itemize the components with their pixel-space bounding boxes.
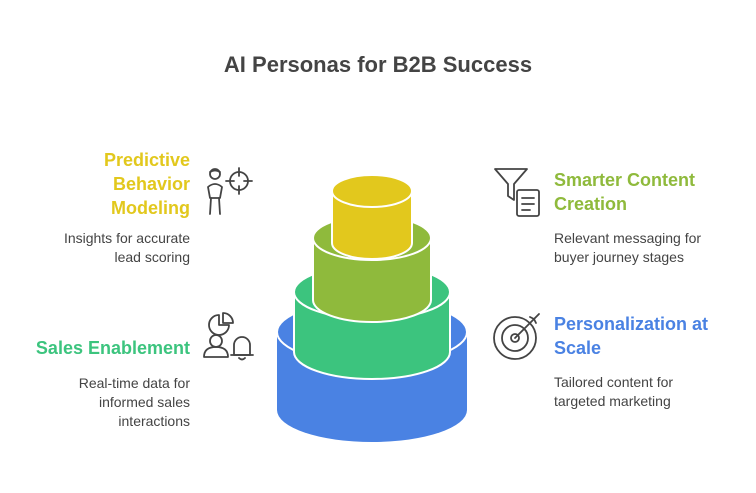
tier-yellow xyxy=(331,174,413,260)
funnel-document-icon xyxy=(494,168,540,217)
item-desc-predictive-behavior-modeling: Insights for accurate lead scoring xyxy=(63,230,190,265)
item-desc-smarter-content-creation: Relevant messaging for buyer journey sta… xyxy=(554,230,702,265)
item-desc-personalization-at-scale: Tailored content for targeted marketing xyxy=(554,374,674,409)
item-title-sales-enablement: Sales Enablement xyxy=(35,338,190,358)
item-desc-sales-enablement: Real-time data for informed sales intera… xyxy=(78,375,190,429)
person-crosshair-icon xyxy=(207,167,253,215)
item-title-personalization-at-scale: Personalization at Scale xyxy=(554,314,709,358)
item-title-predictive-behavior-modeling: Predictive Behavior Modeling xyxy=(103,150,190,218)
page-title: AI Personas for B2B Success xyxy=(223,52,533,77)
target-icon xyxy=(493,313,540,360)
person-pie-bell-icon xyxy=(203,312,254,361)
item-title-smarter-content-creation: Smarter Content Creation xyxy=(554,170,696,214)
